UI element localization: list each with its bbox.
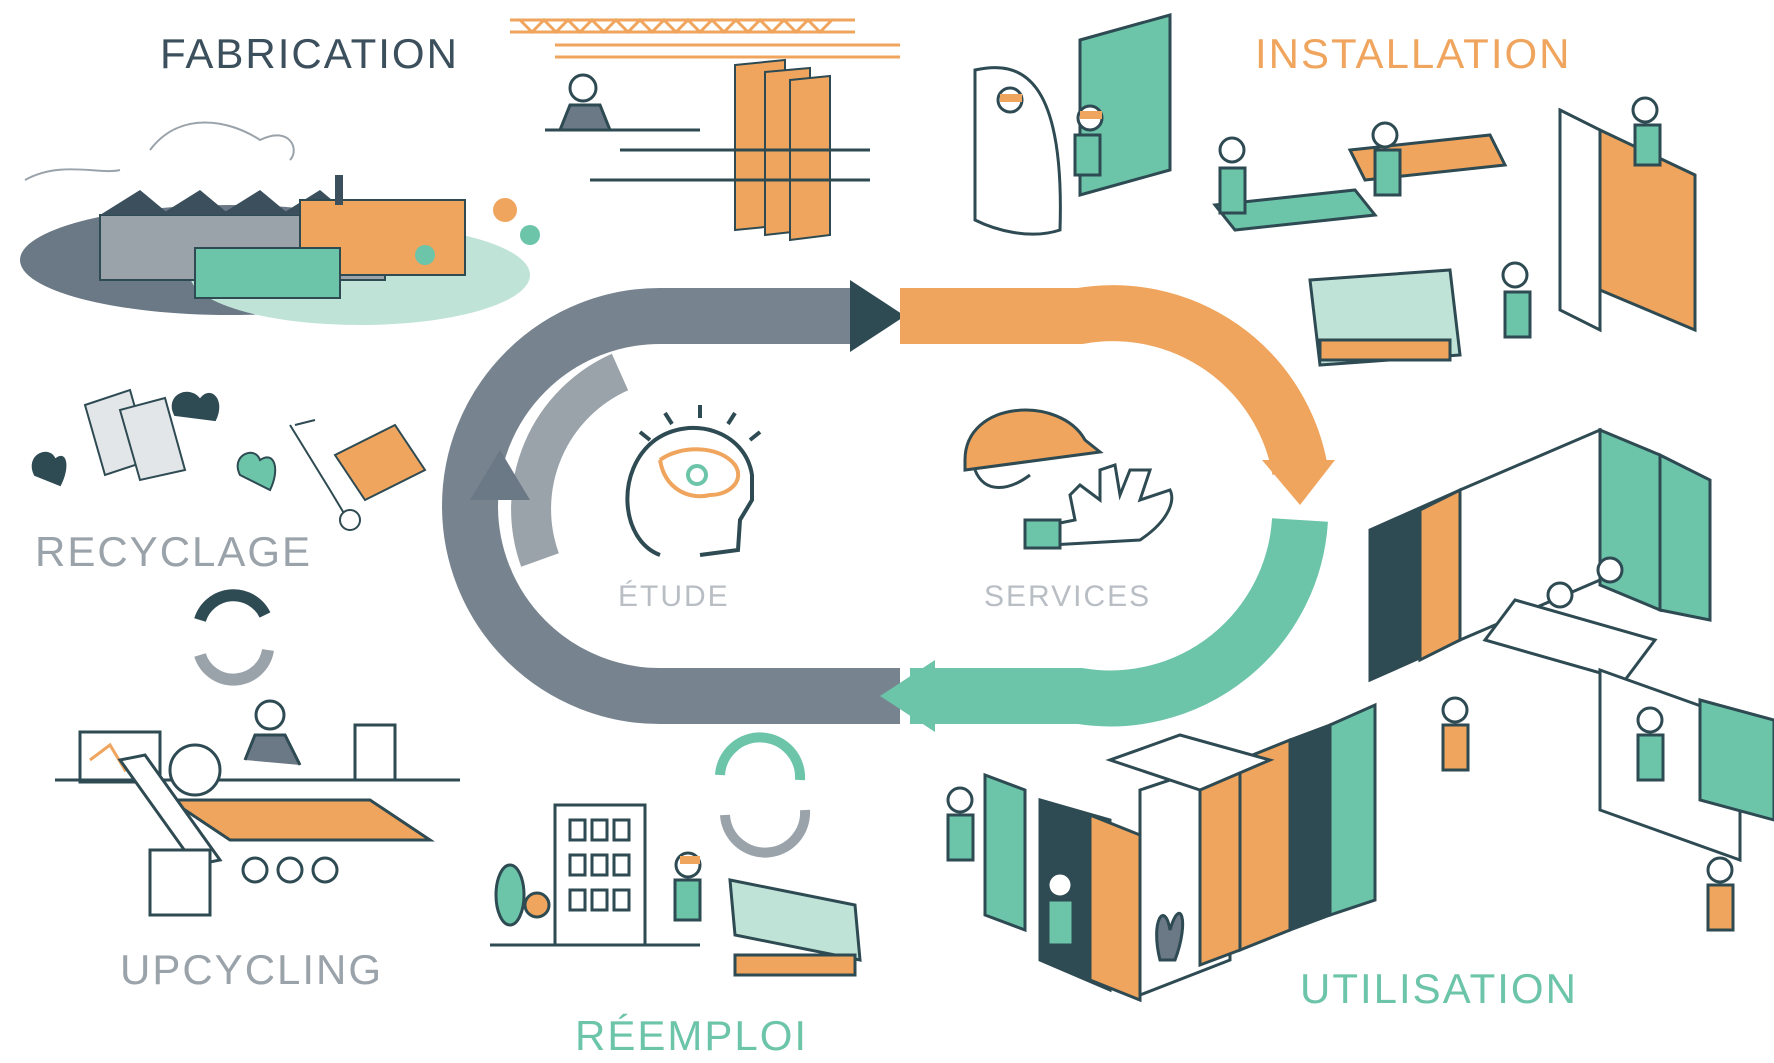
- helmet-icon: [963, 408, 1104, 489]
- label-fabrication: FABRICATION: [160, 30, 459, 77]
- etude-inner-arc: [511, 353, 629, 567]
- idea-head-icon: [625, 405, 762, 557]
- recyclage-scene: [31, 388, 427, 531]
- services-orange-arrow: [900, 285, 1328, 476]
- label-installation: INSTALLATION: [1255, 30, 1572, 77]
- panel-icon: [734, 58, 831, 242]
- installation-workers-scene: [973, 13, 1697, 367]
- tree-icon: [494, 863, 526, 927]
- etude-arrowhead-top: [850, 280, 905, 352]
- worker-icon: [545, 73, 870, 182]
- meeting-room-icon: [946, 427, 1774, 1003]
- label-utilisation: UTILISATION: [1300, 965, 1578, 1012]
- label-upcycling: UPCYCLING: [120, 946, 384, 993]
- services-teal-arrow: [910, 517, 1328, 727]
- leaf-icon: [236, 451, 277, 492]
- leaf-icon: [171, 391, 220, 422]
- services-orange-arrowhead: [1262, 460, 1335, 505]
- hand-truck-icon: [333, 423, 427, 502]
- label-etude: ÉTUDE: [618, 580, 730, 613]
- fabrication-factory-scene: [20, 121, 540, 325]
- glove-icon: [1023, 463, 1174, 550]
- cycle-diagram: [442, 280, 1335, 732]
- etude-loop-arrow: [442, 288, 900, 724]
- reemploi-scene: [490, 732, 862, 977]
- crane-icon: [510, 17, 900, 59]
- services-teal-arrowhead: [880, 660, 935, 732]
- tree-icon: [523, 891, 551, 919]
- recycle-arrows-icon: [194, 589, 274, 686]
- etude-arrowhead-left: [470, 450, 530, 500]
- cutting-machine-icon: [55, 699, 460, 917]
- label-recyclage: RECYCLAGE: [35, 528, 313, 575]
- label-reemploi: RÉEMPLOI: [575, 1012, 809, 1059]
- label-services: SERVICES: [984, 580, 1152, 613]
- leaf-icon: [31, 451, 67, 487]
